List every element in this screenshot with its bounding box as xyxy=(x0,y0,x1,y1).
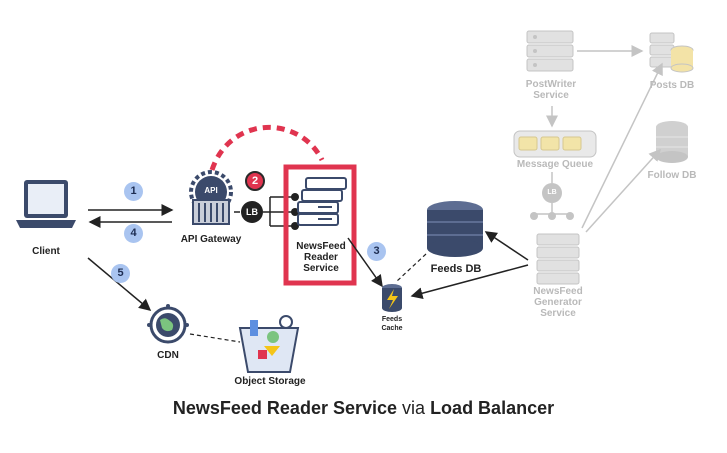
postwriter-service-label: PostWriter Service xyxy=(525,79,577,101)
feeds-cache-label: Feeds Cache xyxy=(381,316,403,332)
reader-server-stack-icon xyxy=(297,177,347,226)
step-1-badge: 1 xyxy=(124,182,143,201)
api-gateway-label: API Gateway xyxy=(180,234,242,245)
lb-faded-icon-text: LB xyxy=(547,189,557,196)
message-queue-icon xyxy=(513,130,597,158)
object-storage-label: Object Storage xyxy=(234,376,306,387)
title-part-3: Load Balancer xyxy=(430,398,555,418)
lb-faded-icon xyxy=(542,183,562,203)
message-queue-label: Message Queue xyxy=(516,159,594,170)
api-gateway-icon xyxy=(189,170,233,225)
reader-service-highlight-box xyxy=(283,164,357,286)
laptop-icon xyxy=(16,180,76,228)
lb-icon-text: LB xyxy=(246,207,258,217)
load-balancer-icon xyxy=(241,201,263,223)
step-3-badge: 3 xyxy=(367,242,386,261)
follow-db-icon xyxy=(656,121,688,163)
generator-service-label: NewsFeed Generator Service xyxy=(533,286,583,319)
step-4-badge: 4 xyxy=(124,224,143,243)
cdn-globe-icon xyxy=(147,304,189,344)
reader-service-label: NewsFeed Reader Service xyxy=(296,241,346,274)
write-path-group xyxy=(513,30,694,285)
posts-db-icon xyxy=(649,32,694,73)
api-icon-text: API xyxy=(204,186,218,195)
title-part-1: NewsFeed Reader Service xyxy=(172,398,398,418)
posts-db-label: Posts DB xyxy=(649,80,695,91)
cdn-label: CDN xyxy=(157,350,179,361)
title-part-2: via xyxy=(402,398,426,418)
feeds-cache-icon xyxy=(382,284,402,312)
object-storage-icon xyxy=(238,315,300,373)
step-5-badge: 5 xyxy=(111,264,130,283)
postwriter-server-icon xyxy=(526,30,574,72)
feeds-db-label: Feeds DB xyxy=(430,263,482,275)
follow-db-label: Follow DB xyxy=(647,170,697,181)
step-2-badge: 2 xyxy=(245,171,265,191)
client-label: Client xyxy=(32,246,60,257)
diagram-title: NewsFeed Reader Service via Load Balance… xyxy=(0,398,727,419)
feeds-db-icon xyxy=(427,201,483,257)
generator-server-icon xyxy=(536,233,580,285)
highlight-dashed-arc xyxy=(209,125,325,171)
